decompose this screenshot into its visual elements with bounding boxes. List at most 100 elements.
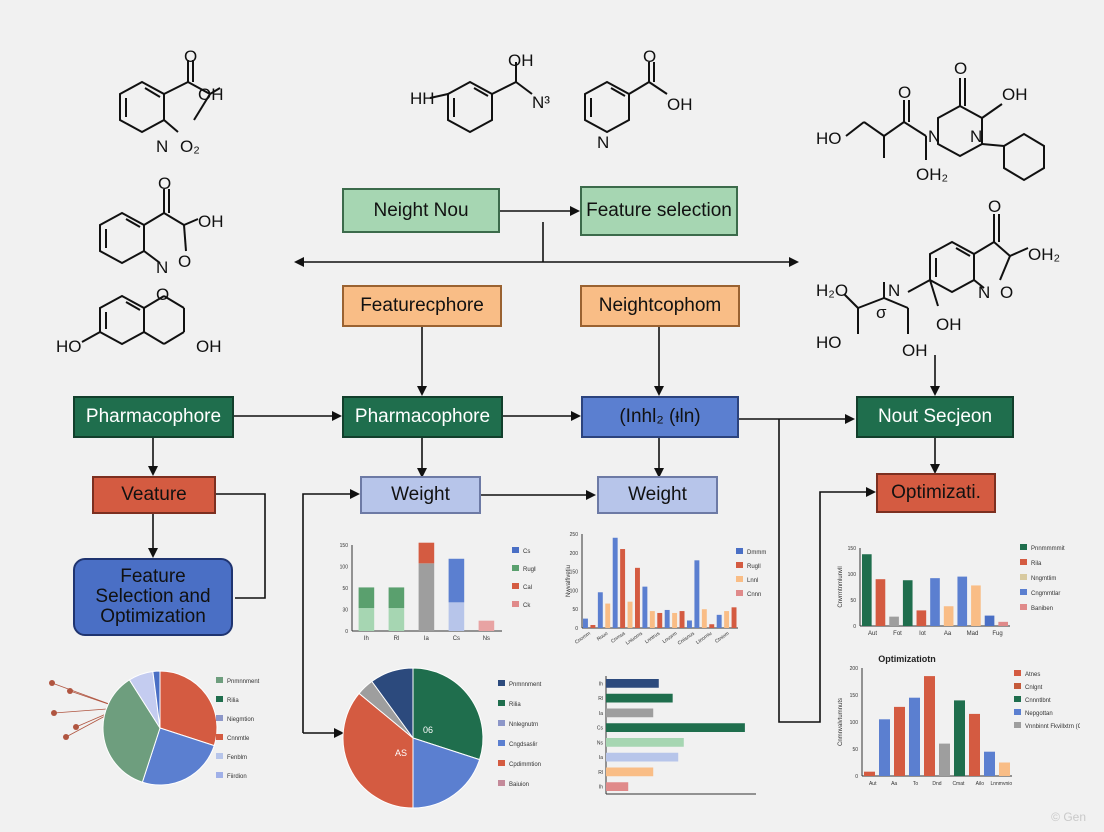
legend-label: Rila	[1031, 561, 1042, 567]
bar	[664, 609, 670, 628]
bar	[999, 762, 1010, 776]
legend-label: Cnlgnt	[1025, 685, 1043, 691]
node-pharmacophore-left[interactable]: Pharmacophore	[73, 396, 234, 438]
node-optimizati[interactable]: Optimizati.	[876, 473, 996, 513]
bar	[687, 620, 692, 628]
y-tick-label: Ns	[597, 740, 604, 746]
legend-swatch	[736, 590, 743, 596]
x-tick-label: Cnomm	[574, 631, 592, 646]
bar	[943, 606, 954, 626]
legend-swatch	[1014, 683, 1021, 689]
pie-slice	[152, 670, 161, 729]
slice-label: AS	[395, 748, 407, 758]
legend-label: Rilia	[227, 698, 239, 704]
molecule-6: O HO OH	[56, 285, 222, 356]
legend-swatch	[512, 565, 519, 571]
bar	[894, 706, 905, 776]
node-inhl[interactable]: (Inhl₂ (ᵻln)	[581, 396, 739, 438]
bar	[606, 782, 629, 791]
connector-veature-loop	[216, 493, 266, 599]
legend-label: Vnnbinnt Fkvillxtrn (CN	[1025, 724, 1080, 730]
legend-label: Niegmtion	[227, 717, 254, 723]
legend-swatch	[216, 734, 223, 740]
node-feature-selection-top[interactable]: Feature selection	[580, 186, 738, 236]
y-tick-label: Rl	[598, 696, 603, 702]
bar	[701, 609, 707, 628]
legend-label: Dmmm	[747, 550, 766, 556]
y-tick-label: 200	[570, 551, 579, 557]
bar	[649, 611, 655, 628]
pie-slice	[102, 679, 161, 783]
bar	[969, 713, 980, 776]
mol-label: HH	[410, 89, 435, 108]
node-weight-right[interactable]: Weight	[597, 476, 718, 514]
x-tick-label: Cniisnus	[677, 630, 697, 646]
legend-label: Fiirdion	[227, 774, 247, 780]
node-veature[interactable]: Veature	[92, 476, 216, 514]
legend-label: Cngdsaslir	[509, 742, 537, 748]
x-tick-label: Ia	[424, 636, 430, 642]
pie-slice	[412, 667, 484, 761]
bar	[657, 612, 663, 628]
x-tick-label: Lnvsrm	[662, 631, 679, 645]
bar	[709, 624, 715, 628]
node-featurecphore[interactable]: Featurecphore	[342, 285, 502, 327]
legend-label: Cal	[523, 585, 532, 591]
y-tick-label: 50	[572, 607, 578, 613]
bar	[939, 743, 950, 776]
mol-label: O	[184, 48, 197, 66]
bar	[924, 676, 935, 776]
bar	[724, 611, 730, 628]
y-tick-label: 150	[848, 546, 857, 552]
pie-slice	[342, 692, 414, 809]
node-pharmacophore-center[interactable]: Pharmacophore	[342, 396, 503, 438]
bar	[627, 601, 633, 628]
y-axis-title: Nwvalfivetiu	[566, 565, 572, 597]
y-tick-label: 30	[342, 608, 348, 614]
mol-label: O	[1000, 283, 1013, 302]
mol-label: O	[156, 285, 169, 304]
bar	[679, 611, 685, 628]
y-tick-label: Cs	[597, 726, 604, 732]
y-tick-label: 50	[342, 586, 348, 592]
x-tick-label: Aut	[868, 631, 877, 637]
node-nout-secjeon[interactable]: Nout Secjeon	[856, 396, 1014, 438]
leader-dot	[51, 710, 57, 716]
bar	[731, 607, 737, 628]
y-tick-label: Ih	[599, 681, 603, 687]
legend-label: Cnnntlbnt	[1025, 698, 1051, 704]
x-tick-label: Lnntrus	[644, 630, 662, 645]
y-tick-label: 100	[848, 572, 857, 578]
bar	[583, 618, 588, 628]
mol-label: HO	[816, 333, 842, 352]
molecule-3: O OH N	[584, 48, 693, 152]
x-tick-label: Ltnomiu	[695, 631, 713, 646]
bar	[984, 751, 995, 776]
bar	[889, 616, 899, 626]
legend-swatch	[216, 753, 223, 759]
node-feature-selection-optimization[interactable]: Feature Selection and Optimization	[73, 558, 233, 636]
x-tick-label: Aut	[869, 781, 877, 787]
legend-label: Baniben	[1031, 606, 1053, 612]
node-neight-nou[interactable]: Neight Nou	[342, 188, 500, 233]
node-weight-left[interactable]: Weight	[360, 476, 481, 514]
x-tick-label: Ctniom	[714, 631, 730, 645]
y-tick-label: Ia	[599, 711, 603, 717]
legend-swatch	[512, 547, 519, 553]
legend-swatch	[1020, 544, 1027, 550]
y-axis-title: Cnvrmtnmlunvll	[838, 566, 844, 607]
molecule-5: O OH N O	[99, 175, 224, 277]
bar	[606, 693, 673, 703]
bar	[916, 610, 927, 626]
bar	[606, 679, 659, 688]
bar	[606, 752, 679, 762]
node-neightcophom[interactable]: Neightcophom	[580, 285, 740, 327]
bar	[672, 612, 678, 628]
y-tick-label: 150	[570, 570, 579, 576]
mol-label: OH	[936, 315, 962, 334]
bar	[612, 537, 618, 628]
bar	[478, 620, 495, 631]
